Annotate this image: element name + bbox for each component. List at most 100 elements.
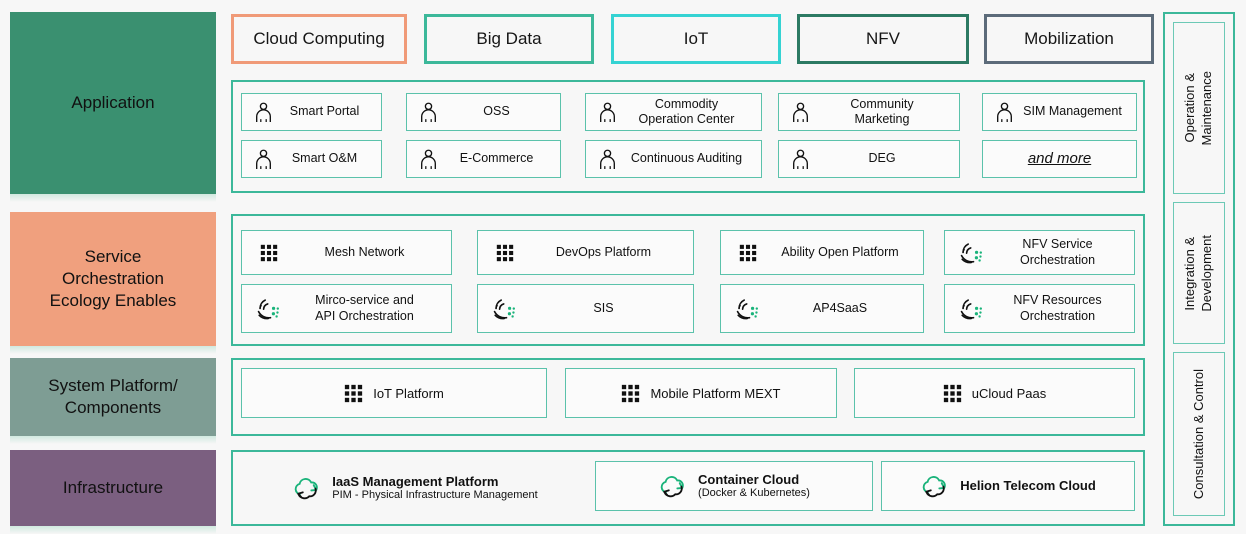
category-tab-4[interactable]: Mobilization	[984, 14, 1154, 64]
system-item-label: Mobile Platform MEXT	[650, 385, 781, 401]
infrastructure-item-title: Container Cloud	[698, 471, 800, 487]
system-item-label: IoT Platform	[373, 385, 444, 401]
application-item-4[interactable]: SIM Management	[982, 93, 1137, 131]
service-item-0[interactable]: Mesh Network	[241, 230, 452, 275]
stage-label-1: Service Orchestration Ecology Enables	[10, 212, 216, 354]
application-item-7[interactable]: Continuous Auditing	[585, 140, 762, 178]
category-tab-label: Mobilization	[1024, 29, 1114, 48]
system-item-1[interactable]: Mobile Platform MEXT	[565, 368, 837, 418]
rail-item-2[interactable]: Consultation & Control	[1173, 352, 1225, 516]
infrastructure-item-1[interactable]: Container Cloud(Docker & Kubernetes)	[595, 461, 873, 511]
application-item-5[interactable]: Smart O&M	[241, 140, 382, 178]
system-item-0[interactable]: IoT Platform	[241, 368, 547, 418]
application-item-label: Continuous Auditing	[630, 151, 743, 166]
icon-wrap	[252, 149, 274, 170]
application-item-0[interactable]: Smart Portal	[241, 93, 382, 131]
infrastructure-item-subtitle: PIM - Physical Infrastructure Management	[332, 489, 538, 502]
infrastructure-item-text: Container Cloud(Docker & Kubernetes)	[698, 472, 810, 501]
infrastructure-item-content: Helion Telecom Cloud	[920, 475, 1096, 498]
icon-wrap	[596, 102, 618, 123]
icon-wrap	[993, 102, 1015, 123]
application-item-label: DEG	[868, 151, 896, 166]
icon-wrap	[417, 102, 439, 123]
system-item-label: uCloud Paas	[971, 385, 1047, 401]
icon-wrap	[733, 298, 763, 320]
service-item-label: Mesh Network	[324, 244, 405, 259]
rail-item-1[interactable]: Integration & Development	[1173, 202, 1225, 344]
icon-wrap	[957, 298, 987, 320]
application-item-3[interactable]: Community Marketing	[778, 93, 960, 131]
grid-dots-icon	[943, 384, 962, 403]
person-icon	[598, 149, 617, 170]
rail-item-0[interactable]: Operation & Maintenance	[1173, 22, 1225, 194]
service-item-label: NFV Resources Orchestration	[1013, 293, 1102, 323]
application-item-6[interactable]: E-Commerce	[406, 140, 561, 178]
application-item-2[interactable]: Commodity Operation Center	[585, 93, 762, 131]
service-item-6[interactable]: AP4SaaS	[720, 284, 924, 333]
stage-label-text: Service Orchestration Ecology Enables	[49, 247, 177, 310]
stage-label-2: System Platform/ Components	[10, 358, 216, 444]
system-item-content: uCloud Paas	[943, 384, 1046, 403]
application-item-1[interactable]: OSS	[406, 93, 561, 131]
icon-wrap	[920, 475, 950, 498]
category-tab-0[interactable]: Cloud Computing	[231, 14, 407, 64]
person-icon	[419, 102, 438, 123]
application-item-label: Community Marketing	[850, 96, 914, 126]
service-item-4[interactable]: Mirco-service and API Orchestration	[241, 284, 452, 333]
application-item-8[interactable]: DEG	[778, 140, 960, 178]
category-tab-2[interactable]: IoT	[611, 14, 781, 64]
application-item-9[interactable]: and more	[982, 140, 1137, 178]
service-item-label: Ability Open Platform	[781, 244, 899, 259]
service-item-1[interactable]: DevOps Platform	[477, 230, 694, 275]
infrastructure-item-title: IaaS Management Platform	[332, 473, 499, 489]
grid-dots-icon	[739, 244, 757, 262]
category-tab-1[interactable]: Big Data	[424, 14, 594, 64]
icon-wrap	[789, 102, 811, 123]
service-item-7[interactable]: NFV Resources Orchestration	[944, 284, 1135, 333]
person-icon	[791, 149, 810, 170]
category-tab-label: Cloud Computing	[253, 29, 385, 48]
person-icon	[254, 149, 273, 170]
icon-wrap	[596, 149, 618, 170]
orchestration-icon	[735, 298, 761, 320]
service-item-label: SIS	[593, 300, 614, 315]
rail-item-label: Consultation & Control	[1190, 368, 1206, 500]
rail-item-label: Integration & Development	[1182, 234, 1214, 312]
infrastructure-item-2[interactable]: Helion Telecom Cloud	[881, 461, 1135, 511]
icon-wrap	[417, 149, 439, 170]
person-icon	[791, 102, 810, 123]
infrastructure-item-text: Helion Telecom Cloud	[960, 478, 1096, 494]
service-item-label: DevOps Platform	[555, 244, 652, 259]
grid-dots-icon	[344, 384, 363, 403]
stage-label-text: Application	[71, 93, 155, 113]
icon-wrap	[254, 244, 284, 262]
icon-wrap	[254, 298, 284, 320]
service-item-label: AP4SaaS	[812, 300, 868, 315]
icon-wrap	[957, 242, 987, 264]
orchestration-icon	[256, 298, 282, 320]
system-item-2[interactable]: uCloud Paas	[854, 368, 1135, 418]
service-item-2[interactable]: Ability Open Platform	[720, 230, 924, 275]
icon-wrap	[733, 244, 763, 262]
service-item-label: Mirco-service and API Orchestration	[315, 293, 414, 323]
stage-label-0: Application	[10, 12, 216, 202]
system-item-content: Mobile Platform MEXT	[621, 384, 781, 403]
stage-label-text: Infrastructure	[62, 478, 164, 498]
infrastructure-item-subtitle: (Docker & Kubernetes)	[698, 487, 810, 500]
icon-wrap	[943, 384, 962, 403]
category-tab-label: NFV	[866, 29, 900, 48]
person-icon	[254, 102, 273, 123]
grid-dots-icon	[621, 384, 640, 403]
icon-wrap	[490, 244, 520, 262]
rail-item-label: Operation & Maintenance	[1182, 70, 1214, 146]
infrastructure-item-title: Helion Telecom Cloud	[960, 478, 1096, 494]
stage-label-3: Infrastructure	[10, 450, 216, 534]
category-tab-3[interactable]: NFV	[797, 14, 969, 64]
icon-wrap	[621, 384, 640, 403]
service-item-3[interactable]: NFV Service Orchestration	[944, 230, 1135, 275]
icon-wrap	[252, 102, 274, 123]
application-item-label: Commodity Operation Center	[638, 96, 735, 126]
service-item-5[interactable]: SIS	[477, 284, 694, 333]
